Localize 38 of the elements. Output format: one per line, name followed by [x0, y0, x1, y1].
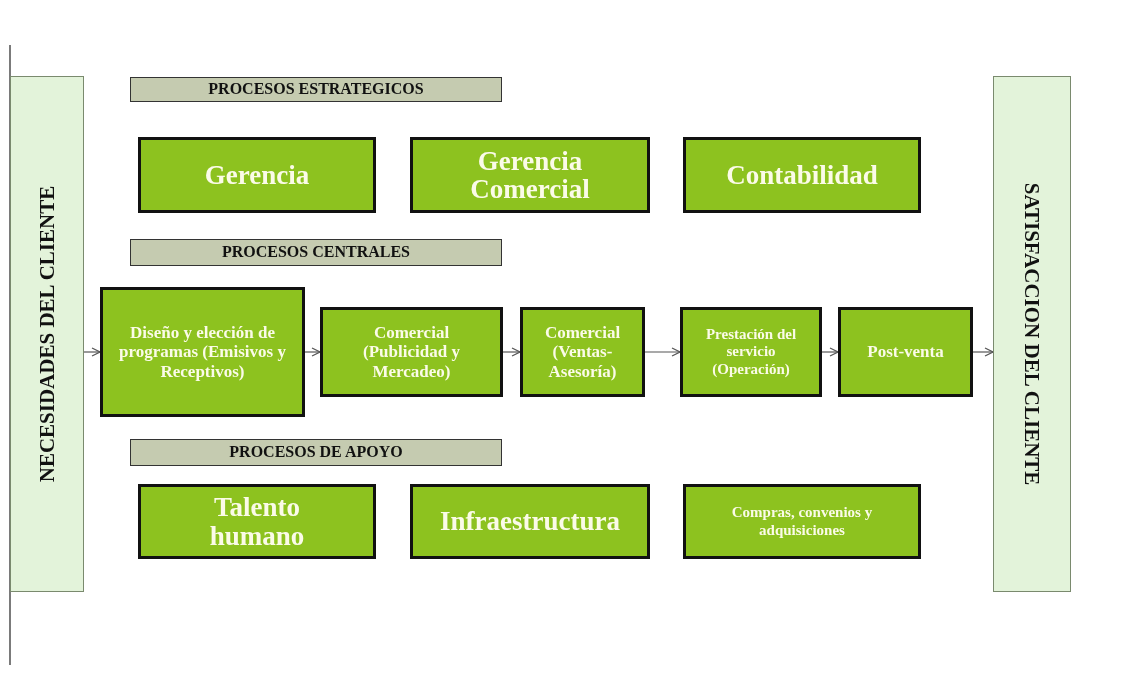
process-box — [320, 307, 503, 397]
process-box — [683, 484, 921, 559]
side-panel — [993, 76, 1071, 592]
section-header — [130, 239, 502, 266]
process-box — [138, 137, 376, 213]
process-box — [138, 484, 376, 559]
label: Diseño y elección de programas (Emisivos y Receptivos) — [118, 322, 287, 382]
section-header — [130, 77, 502, 102]
label: PROCESOS CENTRALES — [221, 243, 410, 262]
label: Gerencia — [204, 160, 310, 190]
side-panel — [10, 76, 84, 592]
section-header — [130, 439, 502, 466]
process-box — [410, 137, 650, 213]
label: NECESIDADES DEL CLIENTE — [36, 185, 58, 483]
label: PROCESOS ESTRATEGICOS — [208, 80, 424, 99]
process-box — [680, 307, 822, 397]
process-box — [683, 137, 921, 213]
arrow — [304, 347, 321, 357]
process-box — [520, 307, 645, 397]
label: Contabilidad — [726, 160, 878, 190]
label: Prestación del servicio (Operación) — [704, 326, 798, 378]
label: Comercial (Ventas-Asesoría) — [543, 322, 622, 382]
label: SATISFACCION DEL CLIENTE — [1021, 182, 1044, 486]
process-box — [410, 484, 650, 559]
arrow — [83, 347, 101, 357]
label: Compras, convenios y adquisiciones — [730, 504, 874, 539]
process-box — [100, 287, 305, 417]
arrow — [644, 347, 681, 357]
arrow — [502, 347, 521, 357]
label: Post-venta — [867, 342, 944, 362]
label: PROCESOS DE APOYO — [229, 443, 403, 462]
label: Comercial (Publicidad y Mercadeo) — [362, 322, 461, 382]
label: Infraestructura — [440, 507, 620, 536]
process-box — [838, 307, 973, 397]
arrow — [972, 347, 994, 357]
arrow — [821, 347, 839, 357]
label: Gerencia Comercial — [469, 146, 591, 204]
label: Talento humano — [208, 493, 306, 550]
